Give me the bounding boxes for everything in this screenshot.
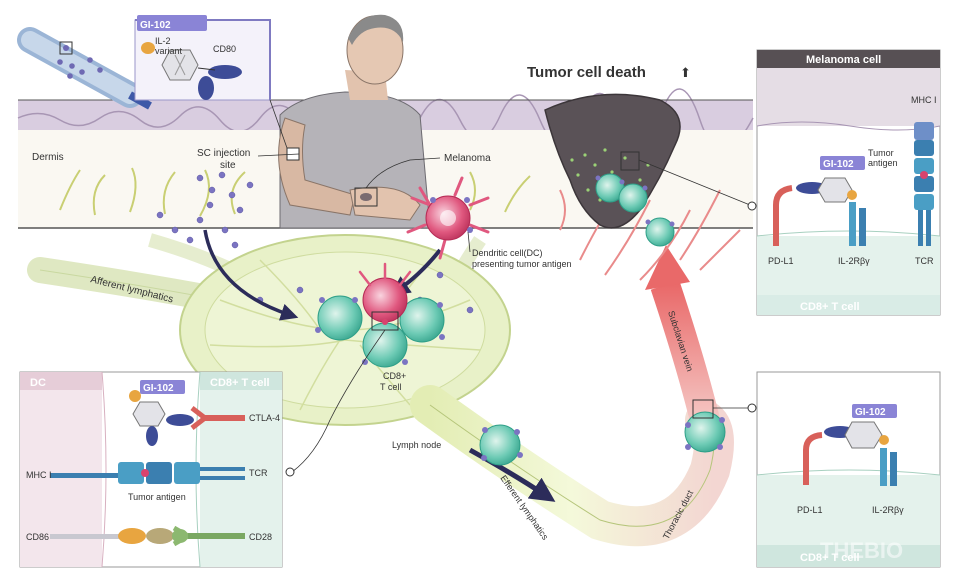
dc-tcell-synapse-panel <box>19 371 283 568</box>
tcell-panel-pdl1-label: PD-L1 <box>797 505 823 515</box>
circulating-t-cell <box>684 399 726 453</box>
migrating-t-cell <box>479 424 523 466</box>
dc-panel-cd28-label: CD28 <box>249 532 272 542</box>
dc-panel-tcr-label: TCR <box>249 468 268 478</box>
callout-anchor-dc <box>285 467 295 477</box>
tumor-infiltrating-t-cells <box>595 151 675 247</box>
melanoma-panel-pdl1-label: PD-L1 <box>768 256 794 266</box>
dermis-fibers <box>59 167 531 217</box>
efferent-lymphatic-vessel <box>410 385 734 547</box>
melanoma-panel-antigen-label-2: antigen <box>868 158 898 168</box>
tcell-panel-il2r-label: IL-2Rβγ <box>872 505 904 515</box>
node-cell-cluster <box>315 262 445 368</box>
cd8-label-2: T cell <box>380 382 401 392</box>
il2-variant-label-2: variant <box>155 46 183 56</box>
dc-panel-mhc-label: MHC I <box>26 470 52 480</box>
sc-injection-label-2: site <box>220 160 236 171</box>
dc-panel-cd86-label: CD86 <box>26 532 49 542</box>
lymph-node-label: Lymph node <box>392 440 441 450</box>
melanoma-panel-tcr-label: TCR <box>915 256 934 266</box>
melanoma-panel-antigen-label-1: Tumor <box>868 148 894 158</box>
watermark-logo: THEBIO <box>820 538 903 563</box>
dc-panel-ctla4-label: CTLA-4 <box>249 413 280 423</box>
melanoma-panel-header: Melanoma cell <box>806 54 881 66</box>
tcell-panel <box>756 371 941 568</box>
callout-anchor-melanoma <box>747 201 757 211</box>
melanoma-label: Melanoma <box>444 153 491 164</box>
cd80-label: CD80 <box>213 44 236 54</box>
il2-variant-label-1: IL-2 <box>155 36 171 46</box>
callout-anchor-tcell <box>747 403 757 413</box>
dc-panel-antigen-label: Tumor antigen <box>128 492 186 502</box>
subclavian-vein-arrow <box>645 245 720 424</box>
tcell-panel-gi102-label: GI-102 <box>855 407 886 418</box>
title-up-arrow: ⬆ <box>680 65 691 80</box>
dermis-label: Dermis <box>32 152 64 163</box>
dc-label-1: Dendritic cell(DC) <box>472 248 543 258</box>
gi102-tag-top: GI-102 <box>140 20 171 31</box>
melanoma-panel-mhc-label: MHC I <box>911 95 937 105</box>
drug-flow-arrow <box>203 229 299 321</box>
melanoma-cell-panel <box>756 49 941 316</box>
diagram-title: Tumor cell death <box>527 64 646 81</box>
melanoma-panel-gi102-tag <box>820 156 865 170</box>
tumor-blood-vessels <box>559 189 741 281</box>
melanoma-panel-footer: CD8+ T cell <box>800 301 860 313</box>
gi102-molecule-inset <box>134 15 271 101</box>
melanoma-panel-gi102-label: GI-102 <box>823 159 854 170</box>
dc-panel-gi102-tag <box>140 380 185 394</box>
melanoma-panel-il2r-label: IL-2Rβγ <box>838 256 870 266</box>
tcell-panel-footer: CD8+ T cell <box>800 552 860 564</box>
dendritic-cell <box>406 176 490 260</box>
dc-label-2: presenting tumor antigen <box>472 259 572 269</box>
dc-panel-left-header: DC <box>30 377 46 389</box>
syringe <box>17 27 152 110</box>
tcell-panel-gi102-tag <box>852 404 897 418</box>
dc-panel-right-header: CD8+ T cell <box>210 377 270 389</box>
patient-figure <box>278 14 431 229</box>
cd8-label-1: CD8+ <box>383 371 406 381</box>
sc-injection-label-1: SC injection <box>197 148 250 159</box>
dc-panel-gi102-label: GI-102 <box>143 383 174 394</box>
